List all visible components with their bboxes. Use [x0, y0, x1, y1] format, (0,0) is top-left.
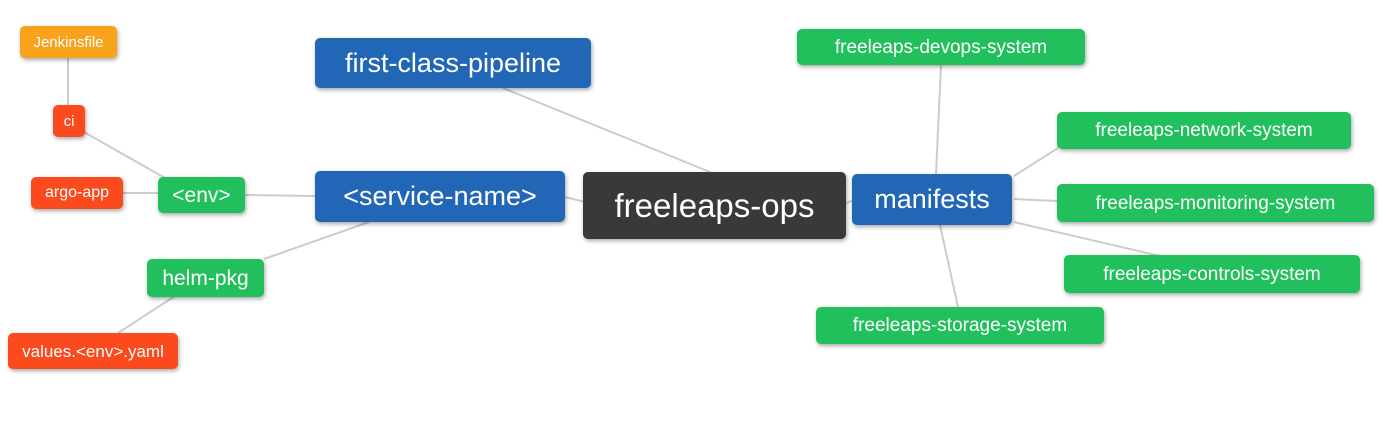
- edge-helm-pkg-to-service-name: [263, 221, 370, 260]
- node-freeleaps-monitoring-system[interactable]: freeleaps-monitoring-system: [1057, 184, 1374, 222]
- node-freeleaps-controls-system[interactable]: freeleaps-controls-system: [1064, 255, 1360, 293]
- edge-manifests-to-freeleaps-monitoring-system: [1013, 198, 1058, 202]
- edge-env-to-service-name: [244, 194, 316, 197]
- edge-values-env-yaml-to-helm-pkg: [117, 295, 176, 334]
- edge-manifests-to-freeleaps-controls-system: [1013, 221, 1161, 257]
- node-freeleaps-devops-system[interactable]: freeleaps-devops-system: [797, 29, 1085, 65]
- node-first-class-pipeline[interactable]: first-class-pipeline: [315, 38, 591, 88]
- edge-manifests-to-freeleaps-storage-system: [939, 224, 959, 308]
- node-jenkinsfile[interactable]: Jenkinsfile: [20, 26, 117, 58]
- node-service-name[interactable]: <service-name>: [315, 171, 565, 222]
- node-freeleaps-ops[interactable]: freeleaps-ops: [583, 172, 846, 239]
- edge-manifests-to-freeleaps-devops-system: [935, 64, 942, 175]
- node-freeleaps-storage-system[interactable]: freeleaps-storage-system: [816, 307, 1104, 344]
- node-ci[interactable]: ci: [53, 105, 85, 137]
- node-env[interactable]: <env>: [158, 177, 245, 213]
- node-helm-pkg[interactable]: helm-pkg: [147, 259, 264, 297]
- node-argo-app[interactable]: argo-app: [31, 177, 123, 209]
- node-values-env-yaml[interactable]: values.<env>.yaml: [8, 333, 178, 369]
- edge-ci-to-env: [83, 131, 166, 179]
- edge-service-name-to-freeleaps-ops: [564, 196, 586, 203]
- node-freeleaps-network-system[interactable]: freeleaps-network-system: [1057, 112, 1351, 149]
- node-manifests[interactable]: manifests: [852, 174, 1012, 225]
- edge-first-class-pipeline-to-freeleaps-ops: [502, 87, 711, 173]
- edge-manifests-to-freeleaps-network-system: [1013, 147, 1059, 177]
